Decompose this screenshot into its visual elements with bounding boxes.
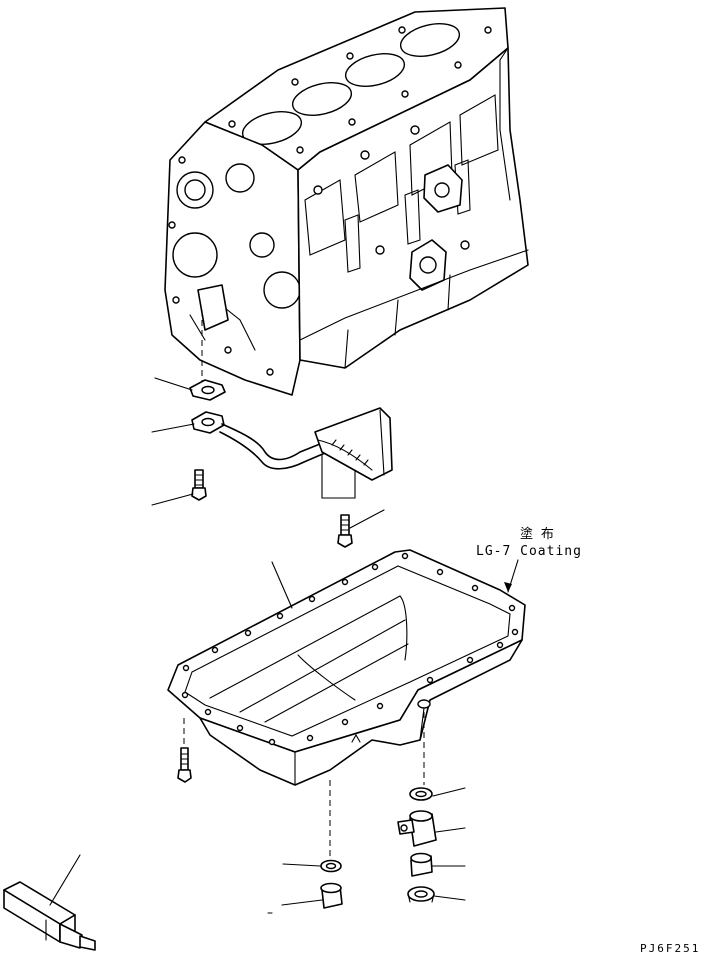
- drain-cock: [397, 810, 437, 847]
- drain-tool: [3, 881, 96, 951]
- gasket: [189, 379, 226, 401]
- coating-note-english: LG-7 Coating: [476, 544, 582, 559]
- bolt-leader: [151, 493, 194, 506]
- drain-cock-leader: [435, 827, 466, 833]
- seal-washer-leader: [432, 787, 466, 797]
- gasket-leader: [154, 377, 193, 391]
- left-plug: [320, 882, 343, 909]
- oil-pan-leader: [271, 561, 293, 609]
- drain-plug-leader: [433, 895, 466, 901]
- pipe-leader: [151, 423, 195, 433]
- suction-pipe: [191, 407, 393, 481]
- cylinder-block: [164, 7, 529, 396]
- bolt: [191, 469, 207, 501]
- drain-plug: [407, 886, 435, 903]
- washer-leader: [282, 863, 321, 867]
- drawing-code: PJ6F251: [640, 942, 700, 955]
- coating-arrow: [504, 582, 512, 592]
- coating-note-cjk: 塗 布: [520, 526, 554, 542]
- plug: [410, 852, 433, 877]
- strainer-bracket: [321, 454, 356, 499]
- drain-tool-leader: [49, 854, 81, 906]
- strainer-bolt: [337, 514, 353, 548]
- oil-pan: [167, 549, 526, 786]
- washer: [320, 859, 342, 873]
- seal-washer: [409, 787, 433, 801]
- strainer-bolt-leader: [349, 509, 385, 529]
- left-plug-leader: [281, 899, 323, 906]
- pan-bolt: [177, 747, 192, 783]
